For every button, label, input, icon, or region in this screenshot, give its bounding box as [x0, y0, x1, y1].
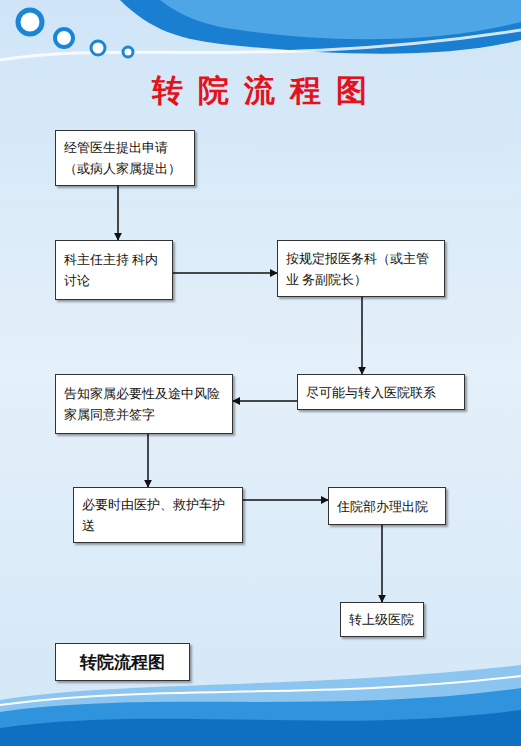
process-box: 告知家属必要性及途中风险 家属同意并签字 [55, 374, 233, 434]
flow-arrow [173, 272, 277, 274]
process-box: 经管医生提出申请 （或病人家属提出） [55, 130, 195, 186]
flow-arrow [381, 525, 383, 602]
text-group: 按规定报医务科（或主管业 务副院长） [286, 248, 436, 290]
flow-arrow [147, 434, 149, 487]
process-box: 尽可能与转入医院联系 [297, 374, 465, 410]
box-text: 必要时由医护、救护车护送 [82, 494, 234, 536]
flow-arrow [233, 400, 297, 402]
flow-arrow [243, 499, 328, 501]
box-text: 住院部办理出院 [337, 496, 428, 517]
text-group: 告知家属必要性及途中风险 家属同意并签字 [64, 383, 224, 425]
box-text: 告知家属必要性及途中风险 家属同意并签字 [64, 383, 224, 425]
text-group: 科主任主持 科内讨论 [64, 249, 164, 291]
page-title: 转 院 流 程 图 [0, 70, 521, 112]
process-box: 住院部办理出院 [328, 487, 446, 525]
flow-arrow [361, 297, 363, 374]
process-box: 转上级医院 [340, 602, 424, 637]
box-text: 科主任主持 科内讨论 [64, 249, 164, 291]
caption-box: 转院流程图 [55, 643, 190, 681]
text-group: 转院流程图 [80, 652, 165, 673]
box-text: 尽可能与转入医院联系 [306, 382, 436, 403]
process-box: 必要时由医护、救护车护送 [73, 487, 243, 543]
process-box: 按规定报医务科（或主管业 务副院长） [277, 240, 445, 297]
text-group: 尽可能与转入医院联系 [306, 382, 436, 403]
text-group: 转上级医院 [349, 609, 414, 630]
text-group: 经管医生提出申请 （或病人家属提出） [64, 137, 186, 179]
box-text: 经管医生提出申请 （或病人家属提出） [64, 137, 186, 179]
box-text: 转上级医院 [349, 609, 414, 630]
box-text: 转院流程图 [80, 652, 165, 673]
flow-arrow [117, 186, 119, 240]
box-text: 按规定报医务科（或主管业 务副院长） [286, 248, 436, 290]
process-box: 科主任主持 科内讨论 [55, 240, 173, 300]
text-group: 必要时由医护、救护车护送 [82, 494, 234, 536]
text-group: 住院部办理出院 [337, 496, 428, 517]
